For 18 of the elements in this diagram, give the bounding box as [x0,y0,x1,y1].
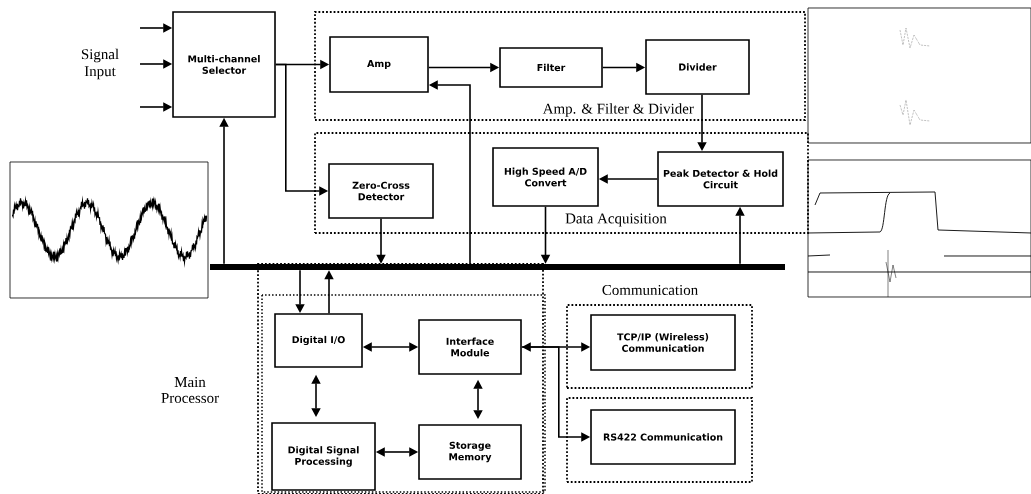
process-box: Amp [329,36,429,93]
node-label: Main Processor [161,377,219,403]
group-frame [566,304,753,389]
process-box: Filter [499,47,603,88]
process-box: Storage Memory [418,424,522,480]
process-box: Digital I/O [274,313,363,368]
process-box: Digital Signal Processing [271,422,376,491]
process-box: Zero-Cross Detector [328,163,434,219]
process-box: RS422 Communication [590,409,736,465]
section-label: Signal Input [81,48,119,80]
process-box: TCP/IP (Wireless) Communication [590,314,736,371]
process-box: Multi-channel Selector [172,11,276,118]
section-label: Communication [602,285,698,295]
process-box: High Speed A/D Convert [492,147,599,207]
group-frame [566,397,753,483]
process-box: Peak Detector & Hold Circuit [657,151,784,207]
process-box: Divider [645,39,750,95]
process-box: Interface Module [418,319,522,375]
